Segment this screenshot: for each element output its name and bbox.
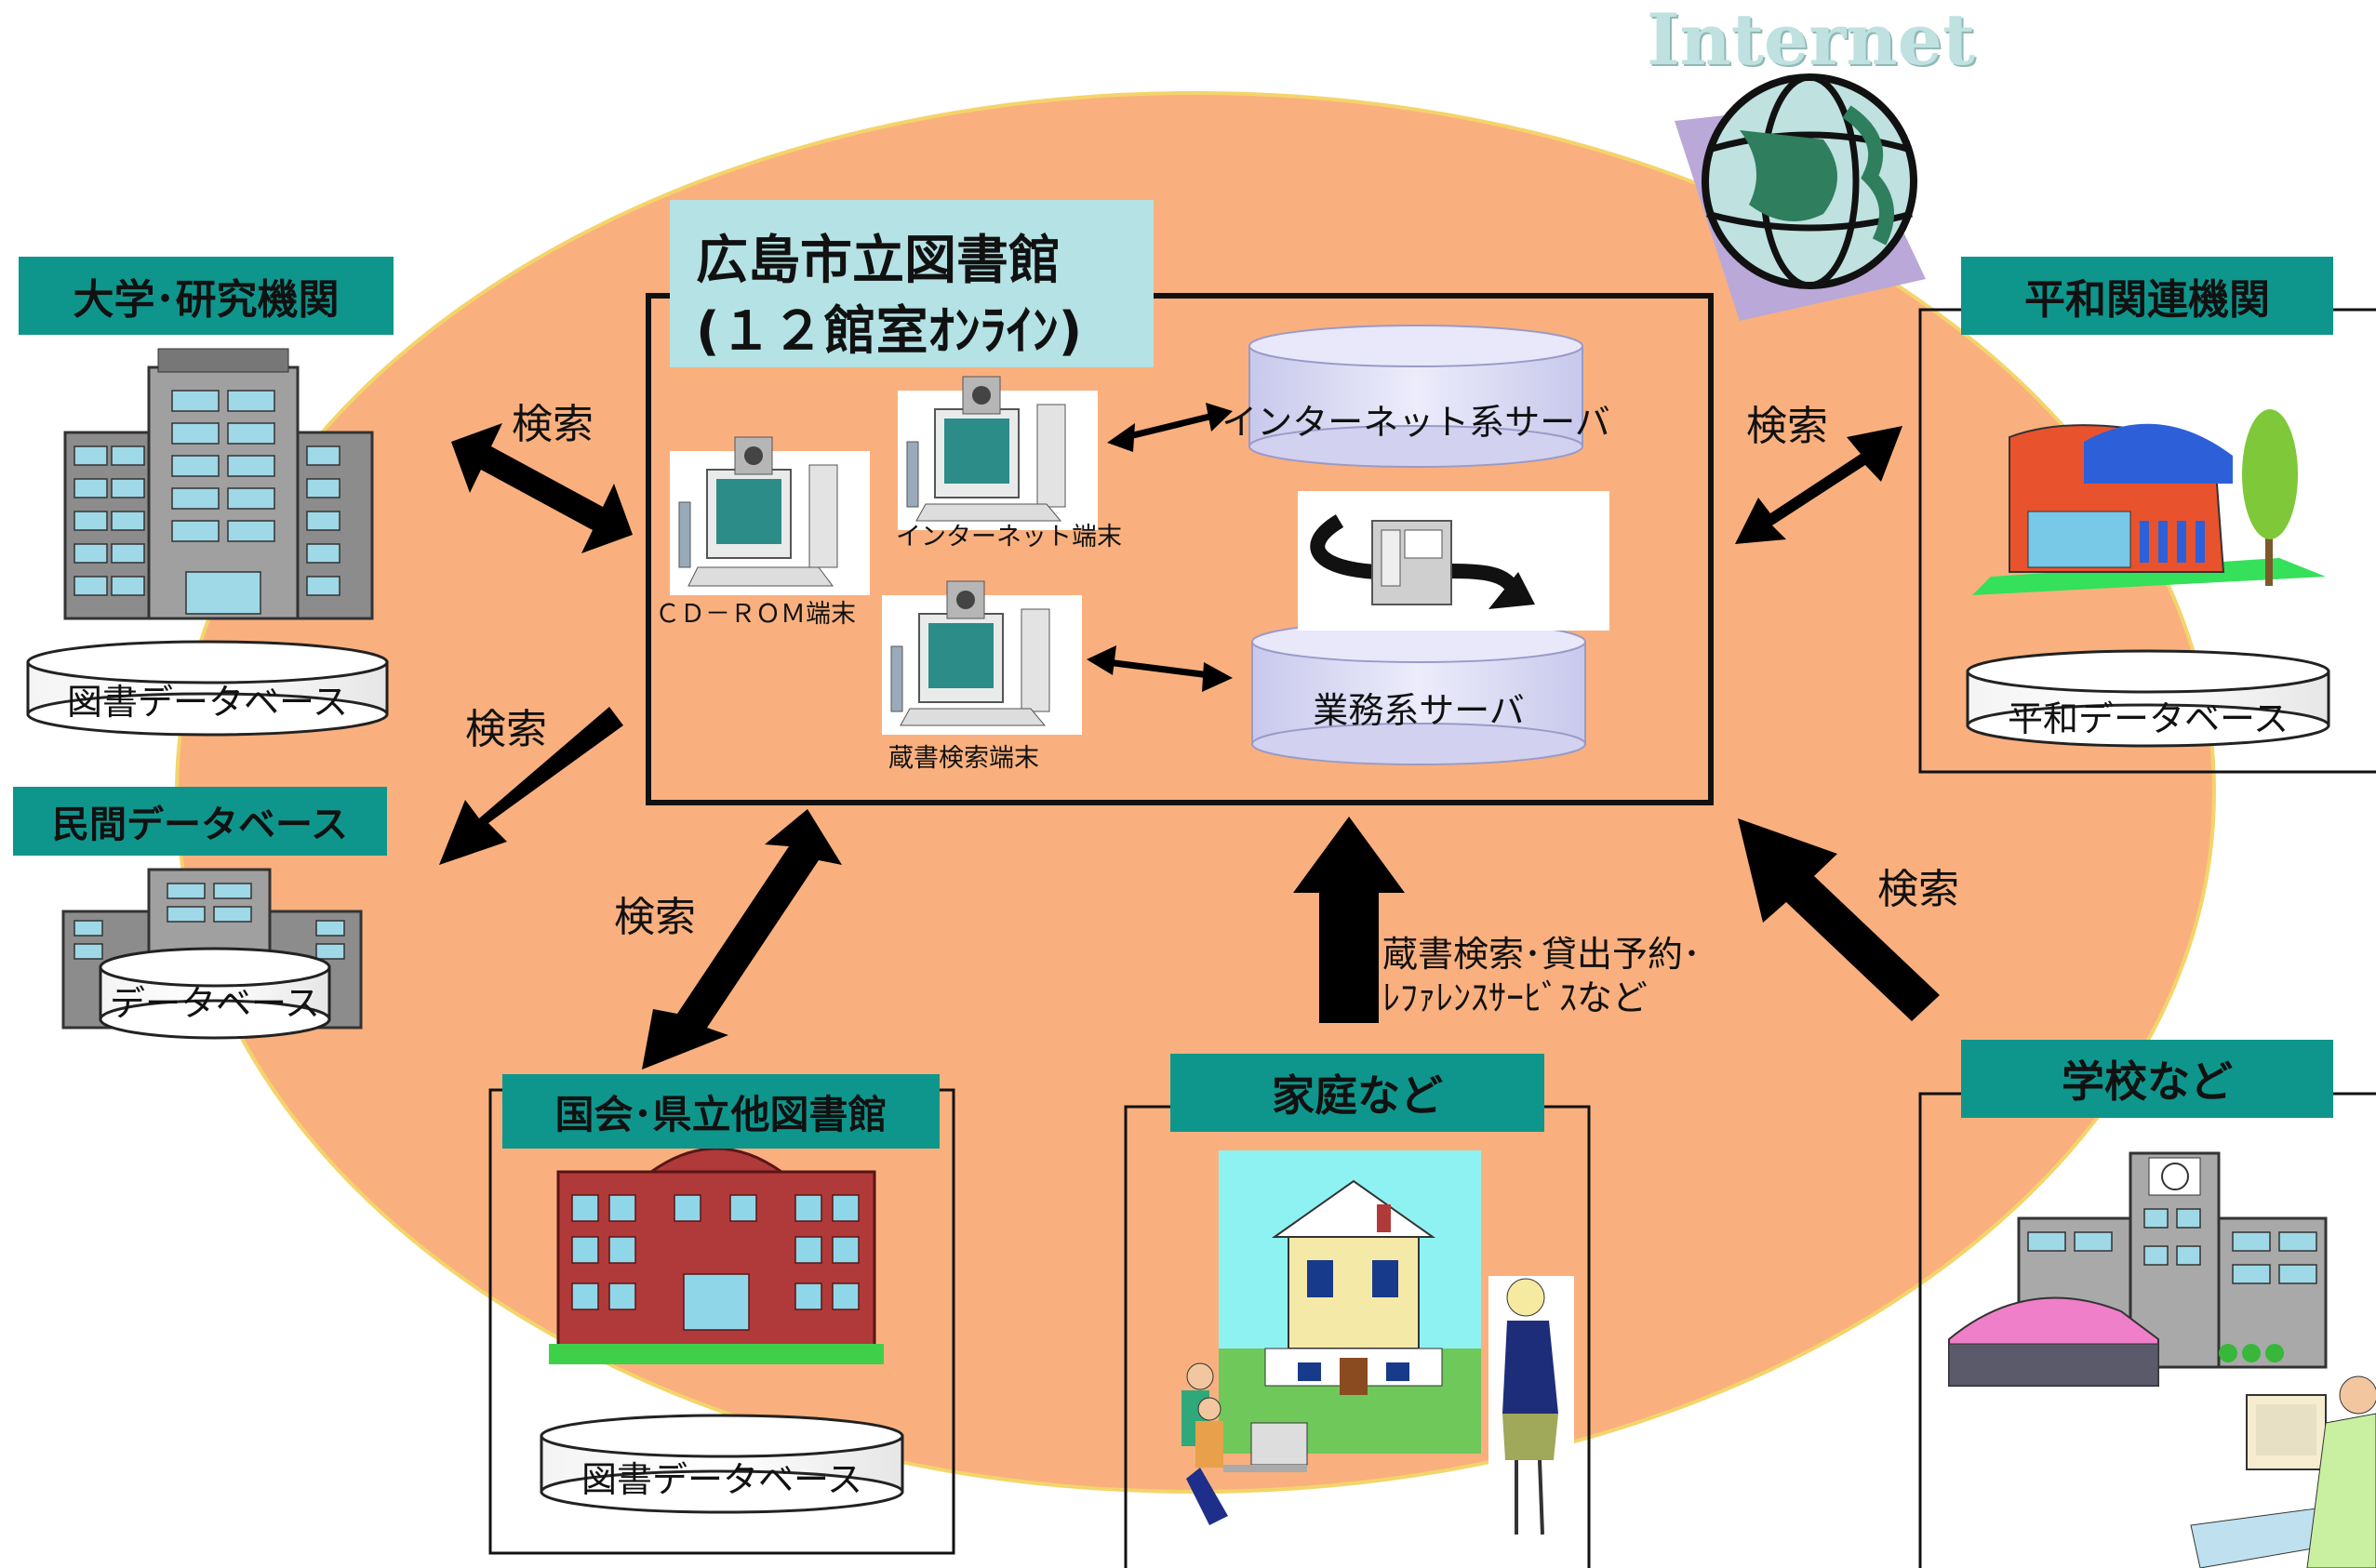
- internet-terminal-computer-icon: [898, 376, 1098, 530]
- school-title: 学校など: [1961, 1040, 2333, 1118]
- library-title-box: 広島市立図書館 (１２館室ｵﾝﾗｲﾝ): [670, 200, 1154, 367]
- national-library-building-icon: [549, 1147, 884, 1364]
- search-label-school: 検索: [1877, 866, 1959, 913]
- service-area-ellipse: [175, 91, 2216, 1494]
- university-title: 大学･研究機関: [19, 257, 394, 335]
- internet-server-cylinder: [1248, 325, 1583, 468]
- internet-globe-icon: [1675, 73, 1926, 321]
- university-db-label: 図書データベース: [66, 681, 349, 723]
- library-system-frame: [646, 293, 1714, 805]
- business-server-label: 業務系サーバ: [1313, 689, 1525, 731]
- private-db-title: 民間データベース: [13, 787, 387, 856]
- national-title: 国会･県立他図書館: [502, 1074, 940, 1149]
- arrow-peace-library: [1735, 426, 1902, 544]
- peace-building-icon: [1972, 409, 2326, 595]
- home-services-line1: 蔵書検索･貸出予約･: [1382, 934, 1702, 975]
- catalog-terminal-label: 蔵書検索端末: [888, 744, 1039, 773]
- internet-terminal-label: インターネット端末: [896, 523, 1122, 551]
- cdrom-terminal-computer-icon: [670, 436, 870, 595]
- university-building-icon: [63, 348, 374, 620]
- arrow-home-library: [1293, 817, 1405, 1023]
- peace-db-label: 平和データベース: [2007, 698, 2289, 739]
- school-building-icon: [1948, 1151, 2328, 1387]
- search-label-private: 検索: [465, 706, 547, 753]
- university-db-cylinder: [26, 640, 389, 737]
- family-computer-user-icon: [1181, 1362, 1308, 1525]
- arrow-national-library: [642, 809, 842, 1070]
- home-services-line2: ﾚﾌｧﾚﾝｽｻｰﾋﾞｽなど: [1382, 977, 1649, 1018]
- home-title: 家庭など: [1170, 1054, 1544, 1132]
- internet-server-label: インターネット系サーバ: [1221, 401, 1610, 443]
- school-computer-user-icon: [2190, 1375, 2376, 1568]
- sync-icon: [1298, 491, 1609, 631]
- arrow-inet-terminal-server: [1107, 403, 1233, 452]
- business-server-cylinder: [1251, 620, 1586, 765]
- arrow-school-library: [1738, 818, 1940, 1021]
- house-icon: [1219, 1150, 1481, 1454]
- arrow-catalog-terminal-server: [1087, 645, 1233, 692]
- private-db-cylinder: [99, 947, 331, 1040]
- national-db-label: 図書データベース: [581, 1458, 863, 1500]
- private-db-label: データベース: [109, 982, 321, 1024]
- library-subtitle: (１２館室ｵﾝﾗｲﾝ): [696, 301, 1083, 362]
- arrow-library-private: [439, 707, 623, 865]
- peace-title: 平和関連機関: [1961, 257, 2333, 335]
- national-db-cylinder: [540, 1414, 904, 1514]
- search-label-peace: 検索: [1746, 403, 1828, 450]
- search-label-university: 検索: [512, 401, 594, 448]
- internet-label: Internet: [1647, 0, 1976, 81]
- catalog-terminal-computer-icon: [882, 580, 1082, 735]
- arrow-university-library: [451, 423, 633, 553]
- library-title: 広島市立図書館: [696, 231, 1061, 291]
- cdrom-terminal-label: ＣＤ－ＲＯＭ端末: [655, 600, 856, 629]
- peace-db-cylinder: [1966, 649, 2330, 748]
- search-label-national: 検索: [614, 894, 696, 941]
- phone-user-icon: [1488, 1276, 1574, 1555]
